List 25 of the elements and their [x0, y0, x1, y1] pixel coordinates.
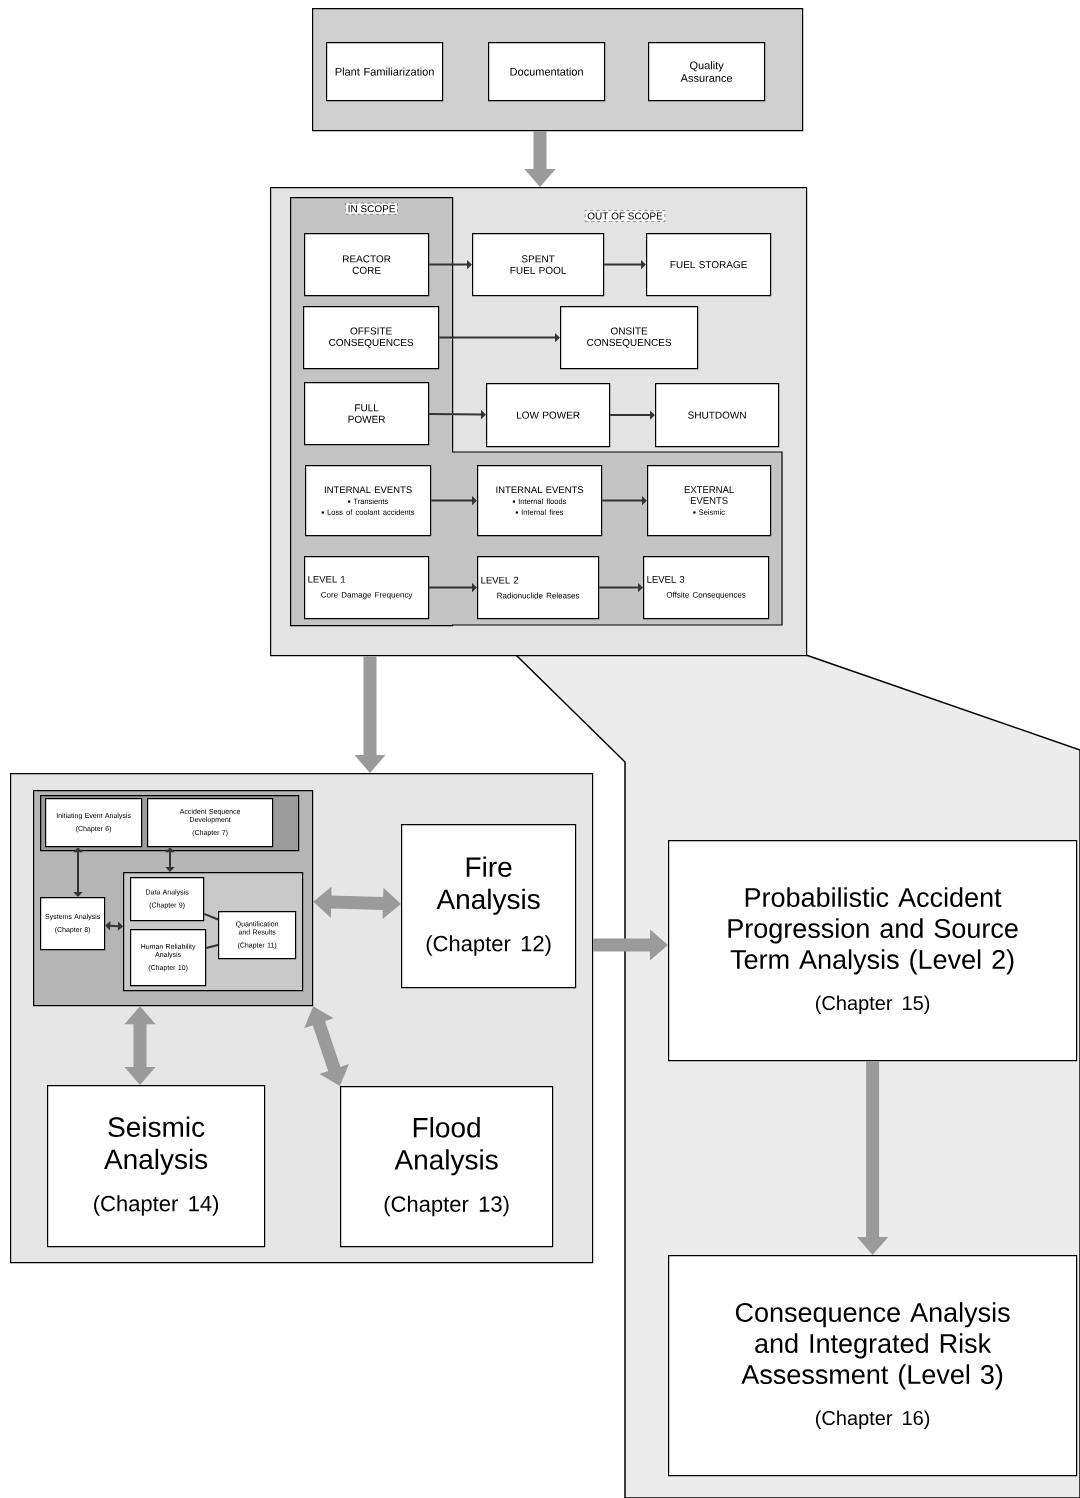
scope-box: LEVEL 2 Radionuclide Releases [477, 556, 600, 620]
scope-box: LEVEL 1 Core Damage Frequency [304, 556, 430, 620]
scope-box: REACTOR CORE [304, 233, 430, 297]
task-box: Plant Familiarization [326, 42, 444, 102]
arrow [165, 847, 175, 872]
scope-box: SHUTDOWN [655, 383, 780, 448]
task-box: Quality Assurance [648, 42, 766, 102]
analysis-box: Consequence Analysis and Integrated Risk Assessment (Level 3) (Chapter 16) [668, 1255, 1078, 1477]
task-box: Documentation [488, 42, 606, 102]
scope-box: ONSITE CONSEQUENCES [560, 306, 699, 370]
connector-line [203, 912, 219, 921]
scope-box: FUEL STORAGE [646, 233, 772, 297]
scope-box: FULL POWER [304, 382, 430, 446]
scope-box: SPENT FUEL POOL [472, 233, 605, 297]
arrow [105, 921, 123, 931]
scope-box: LOW POWER [486, 383, 611, 448]
scope-box: LEVEL 3 Offsite Consequences [643, 556, 770, 620]
connector-line [205, 944, 219, 949]
arrow [73, 847, 83, 897]
scope-box: OFFSITE CONSEQUENCES [303, 306, 440, 370]
analysis-box: Fire Analysis (Chapter 12) [401, 824, 577, 989]
analysis-box: Probabilistic Accident Progression and Source Term Analysis (Level 2) (Chapter 15) [668, 840, 1078, 1062]
scope-label: OUT OF SCOPE [585, 210, 665, 222]
analysis-box: Flood Analysis (Chapter 13) [340, 1086, 554, 1248]
analysis-box: Seismic Analysis (Chapter 14) [47, 1085, 266, 1248]
